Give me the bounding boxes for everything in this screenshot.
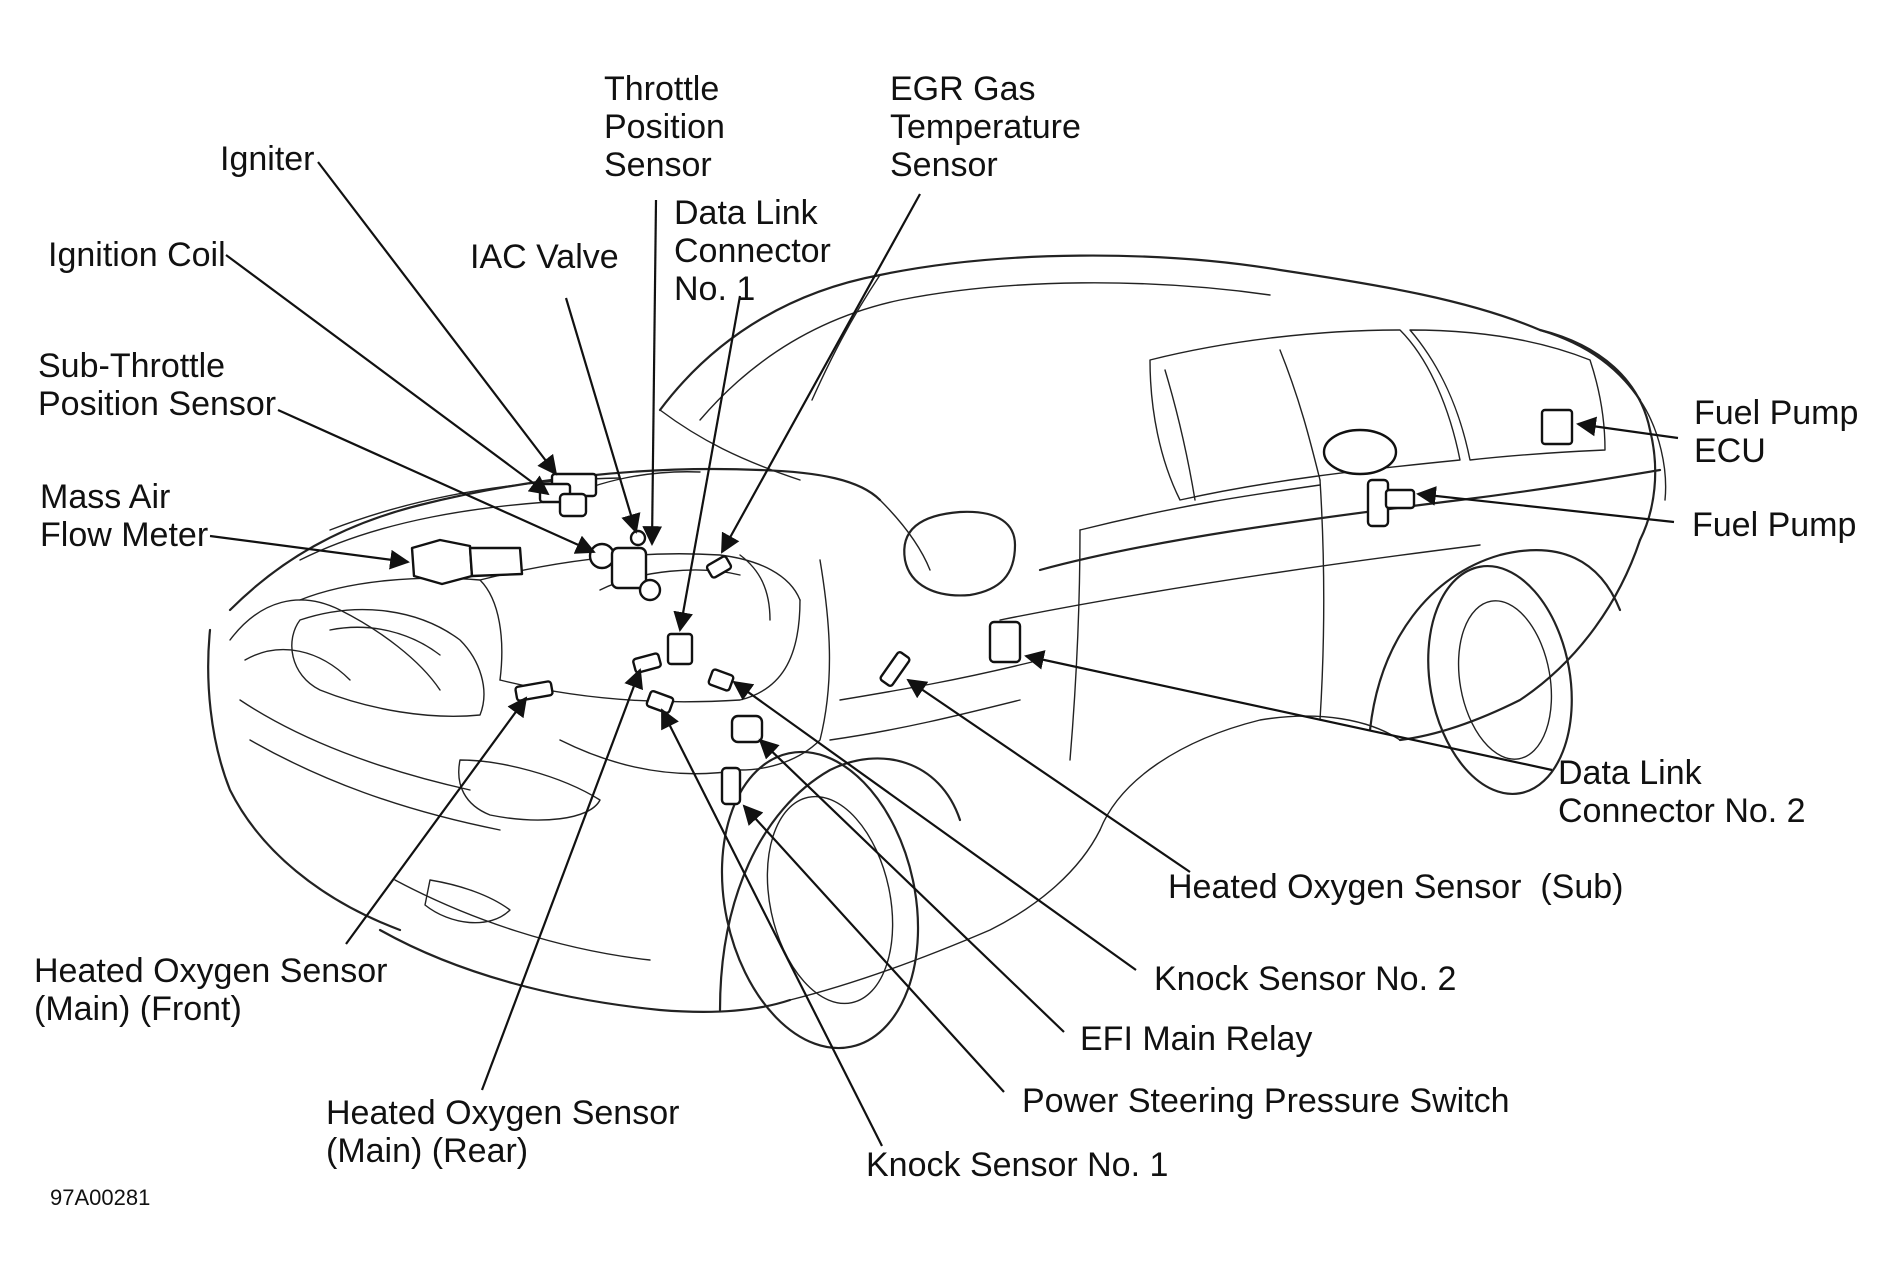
leader-lines: [209, 161, 1679, 1147]
component-maf: [410, 538, 524, 586]
label-iac-valve: IAC Valve: [470, 238, 619, 276]
component-efi-relay: [730, 714, 764, 744]
component-fuel-pump-ecu: [1540, 408, 1574, 446]
component-egr-sensor: [705, 555, 733, 579]
label-fuel-pump: Fuel Pump: [1692, 506, 1857, 544]
label-egr-gas-temperature-sensor: EGR Gas Temperature Sensor: [890, 70, 1081, 184]
label-throttle-position-sensor: Throttle Position Sensor: [604, 70, 725, 184]
component-ignition-coil: [558, 492, 588, 518]
label-knock-sensor-2: Knock Sensor No. 2: [1154, 960, 1457, 998]
component-fuel-pump: [1322, 428, 1416, 528]
label-efi-main-relay: EFI Main Relay: [1080, 1020, 1313, 1058]
label-sub-throttle-position-sensor: Sub-Throttle Position Sensor: [38, 347, 277, 423]
component-ho2s-rear: [632, 652, 662, 674]
component-ho2s-front: [514, 680, 554, 702]
label-fuel-pump-ecu: Fuel Pump ECU: [1694, 394, 1859, 470]
label-ignition-coil: Ignition Coil: [48, 236, 226, 274]
label-knock-sensor-1: Knock Sensor No. 1: [866, 1146, 1169, 1184]
component-knock-sensor-1: [645, 690, 675, 714]
label-power-steering-pressure-switch: Power Steering Pressure Switch: [1022, 1082, 1510, 1120]
component-dlc1: [666, 632, 694, 666]
label-mass-air-flow-meter: Mass Air Flow Meter: [40, 478, 209, 554]
label-igniter: Igniter: [220, 140, 315, 178]
label-data-link-connector-2: Data Link Connector No. 2: [1558, 754, 1806, 830]
component-knock-sensor-2: [707, 668, 735, 692]
label-heated-oxygen-sensor-sub: Heated Oxygen Sensor (Sub): [1168, 868, 1624, 906]
figure-code: 97A00281: [50, 1185, 151, 1210]
label-heated-oxygen-sensor-main-front: Heated Oxygen Sensor (Main) (Front): [34, 952, 388, 1028]
component-dlc2: [988, 620, 1022, 664]
component-ho2s-sub: [879, 651, 911, 687]
label-heated-oxygen-sensor-main-rear: Heated Oxygen Sensor (Main) (Rear): [326, 1094, 680, 1170]
component-ps-switch: [720, 766, 742, 806]
label-data-link-connector-1: Data Link Connector No. 1: [674, 194, 831, 308]
car-body: [207, 254, 1667, 1050]
